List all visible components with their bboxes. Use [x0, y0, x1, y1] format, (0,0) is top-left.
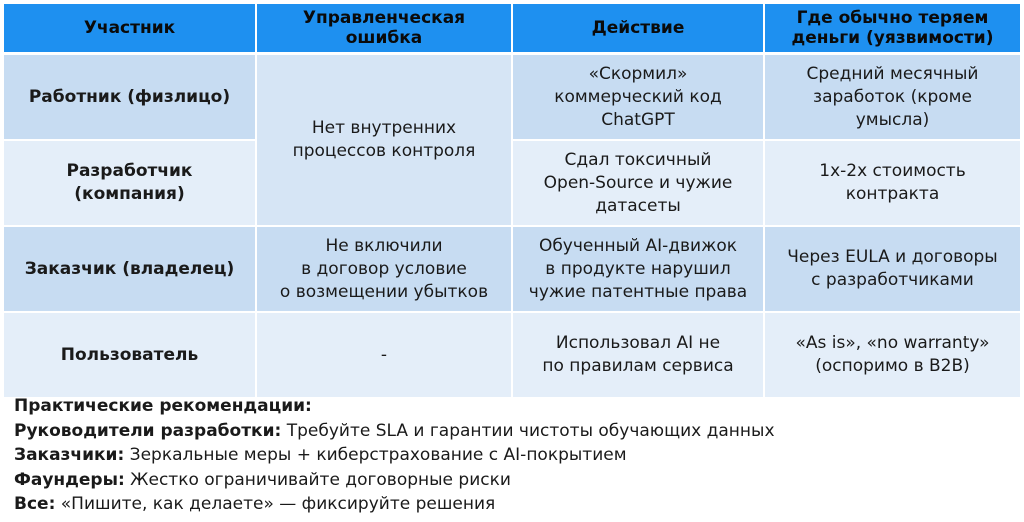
cell-error: Нет внутренних процессов контроля [257, 55, 513, 227]
header-loss: Где обычно теряем деньги (уязвимости) [765, 4, 1020, 55]
cell-participant: Заказчик (владелец) [4, 227, 257, 313]
header-management-error: Управленческая ошибка [257, 4, 513, 55]
cell-participant: Пользователь [4, 313, 257, 399]
recommendations: Практические рекомендации: Руководители … [14, 394, 1014, 517]
header-action: Действие [513, 4, 765, 55]
cell-loss: 1х-2х стоимость контракта [765, 141, 1020, 227]
recommendation-label: Руководители разработки: [14, 420, 282, 441]
cell-error: - [257, 313, 513, 399]
table-header-row: Участник Управленческая ошибка Действие … [4, 4, 1020, 55]
cell-participant: Разработчик (компания) [4, 141, 257, 227]
recommendation-item: Все: «Пишите, как делаете» — фиксируйте … [14, 492, 1014, 517]
recommendation-label: Фаундеры: [14, 469, 125, 490]
cell-error: Не включили в договор условие о возмещен… [257, 227, 513, 313]
recommendation-label: Заказчики: [14, 445, 125, 465]
cell-participant: Работник (физлицо) [4, 55, 257, 141]
recommendation-text: Жестко ограничивайте договорные риски [124, 469, 511, 490]
cell-action: Сдал токсичный Open-Source и чужие датас… [513, 141, 765, 227]
recommendation-item: Фаундеры: Жестко ограничивайте договорны… [14, 468, 1014, 493]
recommendation-text: «Пишите, как делаете» — фиксируйте решен… [55, 494, 496, 514]
table-row: Разработчик (компания) Сдал токсичный Op… [4, 141, 1020, 227]
recommendation-text: Требуйте SLA и гарантии чистоты обучающи… [281, 420, 775, 441]
cell-action: Использовал AI не по правилам сервиса [513, 313, 765, 399]
recommendation-item: Заказчики: Зеркальные меры + киберстрахо… [14, 443, 1014, 468]
header-participant: Участник [4, 4, 257, 55]
table-row: Работник (физлицо) Нет внутренних процес… [4, 55, 1020, 227]
cell-loss: «As is», «no warranty» (оспоримо в B2B) [765, 313, 1020, 399]
risk-table: Участник Управленческая ошибка Действие … [4, 4, 1020, 399]
table-row: Пользователь - Использовал AI не по прав… [4, 313, 1020, 399]
cell-loss: Через EULA и договоры с разработчиками [765, 227, 1020, 313]
recommendation-item: Руководители разработки: Требуйте SLA и … [14, 419, 1014, 444]
recommendations-heading: Практические рекомендации: [14, 396, 312, 416]
recommendation-label: Все: [14, 494, 56, 514]
cell-loss: Средний месячный заработок (кроме умысла… [765, 55, 1020, 141]
cell-action: Обученный AI-движок в продукте нарушил ч… [513, 227, 765, 313]
recommendation-text: Зеркальные меры + киберстрахование с AI-… [124, 445, 627, 465]
cell-action: «Скормил» коммерческий код ChatGPT [513, 55, 765, 141]
table-row: Заказчик (владелец) Не включили в догово… [4, 227, 1020, 313]
